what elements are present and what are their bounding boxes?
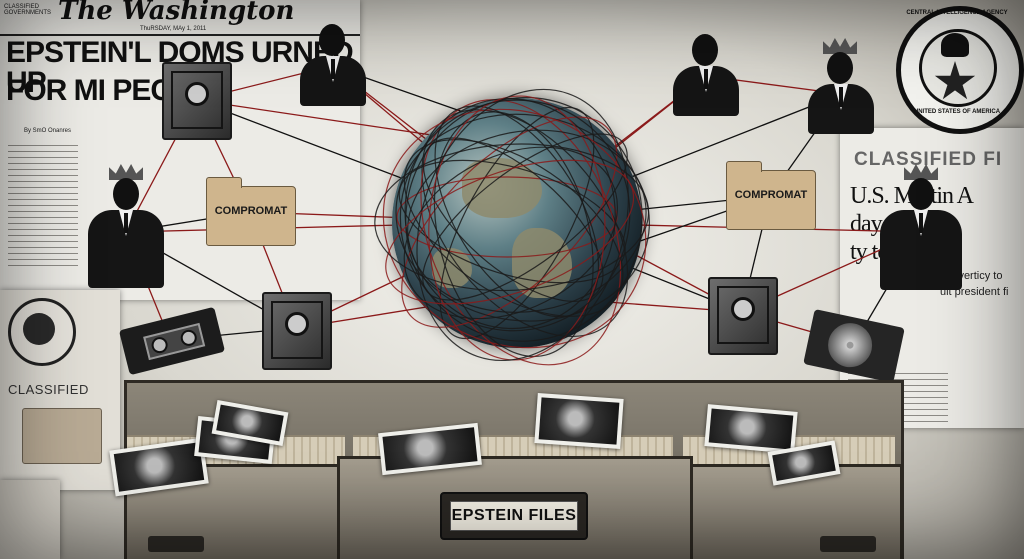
newspaper-right-sub-1: iverticy to [956, 270, 1003, 282]
compromat-folder-right: COMPROMAT [726, 161, 816, 230]
epstein-files-label: EPSTEIN FILES [450, 501, 578, 531]
drawer-handle[interactable] [820, 536, 876, 552]
photo-card [704, 404, 798, 454]
classified-folder [22, 408, 102, 464]
newspaper-headline-2: FOR MI PEC [6, 74, 172, 107]
safe-icon [708, 277, 778, 355]
safe-icon [262, 292, 332, 370]
wire-loop [407, 129, 647, 313]
safe-icon [162, 62, 232, 140]
compromat-label: COMPROMAT [214, 205, 288, 217]
wire-loop [401, 116, 618, 328]
cia-seal-ring-top: CENTRAL INTELLIGENCE AGENCY [906, 10, 1008, 16]
wire-loop [399, 99, 631, 332]
newspaper-body-text [8, 140, 78, 270]
eagle-icon [941, 33, 969, 57]
government-seal-icon [8, 298, 76, 366]
crowned-figure [808, 38, 874, 134]
silhouette-figure [300, 24, 366, 106]
globe-continent [462, 158, 542, 218]
drawer-label-plate: EPSTEIN FILES [440, 492, 588, 540]
vhs-tape-icon [118, 306, 226, 376]
globe-wire-tangle [374, 88, 650, 366]
crowned-figure [880, 164, 962, 290]
classified-files-header: CLASSIFIED FI [854, 149, 1003, 170]
wire-loop [382, 108, 647, 349]
photo-card [534, 393, 624, 449]
wire-loop [421, 109, 629, 338]
wire-loop [395, 113, 650, 322]
classified-label: CLASSIFIED [8, 382, 89, 397]
wire-loop [422, 133, 628, 301]
wire-loop [416, 88, 629, 362]
compromat-folder-left: COMPROMAT [206, 177, 296, 246]
drawer-handle[interactable] [148, 536, 204, 552]
wire-loop [422, 137, 604, 302]
wire-loop [403, 146, 618, 320]
newspaper-byline: By SmO Onanres [24, 128, 72, 134]
newspaper-masthead: The Washington [58, 0, 295, 26]
wire-loop [434, 105, 600, 318]
crowned-figure [88, 164, 164, 288]
wire-loop [403, 139, 624, 317]
wire-loop [374, 143, 650, 292]
photo-strip [0, 480, 60, 559]
newspaper-dateline: ThuRSDAY, MAy 1, 2011 [140, 26, 207, 32]
cia-seal-icon: CENTRAL INTELLIGENCE AGENCY UNITED STATE… [896, 6, 1024, 134]
newspaper-corner-text: CLASSIFIED GOVERNMENTS [4, 4, 52, 16]
compromat-label: COMPROMAT [734, 189, 808, 201]
cia-seal-ring-bottom: UNITED STATES OF AMERICA [913, 109, 1001, 115]
silhouette-figure [673, 34, 739, 116]
